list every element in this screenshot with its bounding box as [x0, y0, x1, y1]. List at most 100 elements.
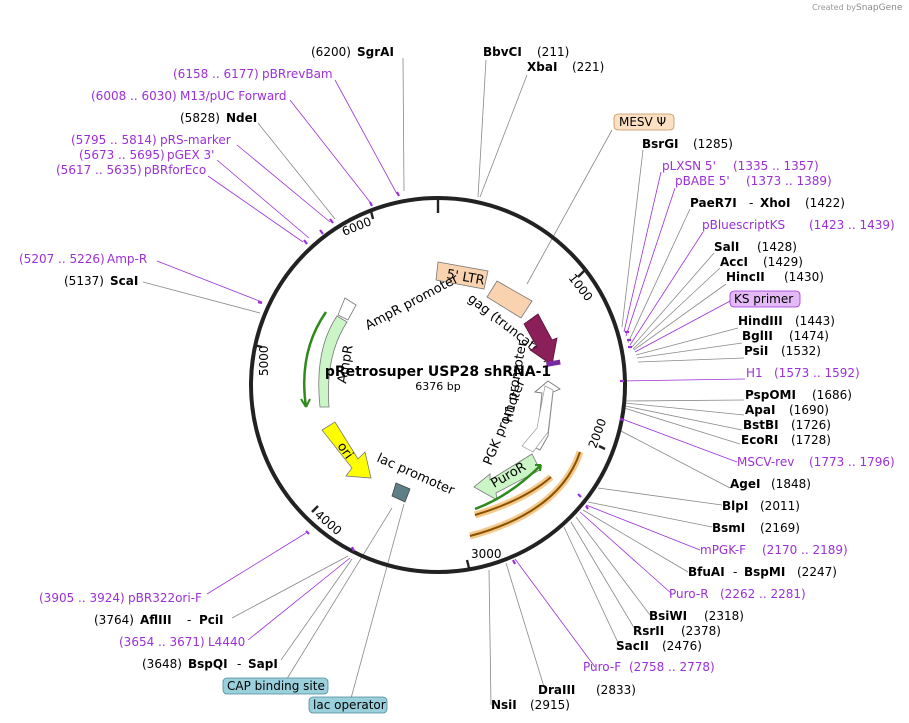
site-h1[interactable]: H1: [746, 366, 763, 380]
site-bglii[interactable]: BglII: [742, 329, 773, 343]
site-bbvci[interactable]: BbvCI: [483, 45, 522, 59]
orf-orange-inner[interactable]: [474, 476, 552, 516]
line-rsrii: [570, 521, 637, 632]
site-agei[interactable]: AgeI: [730, 477, 760, 491]
site-draiii-pos: (2833): [596, 683, 636, 697]
line-mesv: [526, 129, 613, 285]
orf-green-right[interactable]: [474, 464, 542, 511]
site-pspomi-pos: (1686): [812, 388, 852, 402]
feature-ampr[interactable]: [318, 315, 348, 408]
feature-pgk-promoter[interactable]: [521, 385, 554, 453]
site-afliii-sep: -: [187, 613, 191, 627]
site-plxsn-pos: (1335 .. 1357): [733, 159, 819, 173]
tick-1000: [577, 269, 586, 278]
site-xhoi[interactable]: XhoI: [760, 196, 791, 210]
line-h1: [619, 378, 746, 382]
site-nsii[interactable]: NsiI: [491, 698, 517, 712]
box-lac-operator[interactable]: [308, 696, 388, 714]
site-pbabe-pos: (1373 .. 1389): [746, 174, 832, 188]
site-hindiii[interactable]: HindIII: [738, 314, 783, 328]
line-psii: [637, 357, 745, 363]
box-mesv[interactable]: [613, 113, 675, 131]
feature-ampr-promoter[interactable]: [337, 297, 357, 321]
site-ecori[interactable]: EcoRI: [741, 433, 778, 447]
site-apai[interactable]: ApaI: [745, 403, 775, 417]
orf-green-right-head: [535, 464, 542, 472]
site-acci[interactable]: AccI: [720, 255, 748, 269]
site-plxsn[interactable]: pLXSN 5': [662, 159, 716, 173]
feature-5ltr[interactable]: [435, 261, 489, 290]
site-ndei[interactable]: NdeI: [226, 111, 257, 125]
line-bglii: [636, 342, 743, 359]
feature-shrna-insert[interactable]: [546, 359, 561, 367]
tick-5000: [253, 343, 263, 349]
site-l4440[interactable]: L4440: [208, 635, 245, 649]
label-mesv: MESV Ψ: [619, 115, 666, 129]
site-xbai[interactable]: XbaI: [527, 60, 557, 74]
site-m13[interactable]: M13/pUC Forward: [180, 89, 287, 103]
site-blpi[interactable]: BlpI: [722, 499, 748, 513]
site-scai[interactable]: ScaI: [110, 274, 138, 288]
site-pgex[interactable]: pGEX 3': [167, 148, 214, 162]
site-hincii[interactable]: HincII: [726, 270, 765, 284]
site-bspqi[interactable]: BspQI: [188, 657, 228, 671]
orf-green-ampr-head: [300, 398, 311, 408]
line-plxsn: [623, 171, 662, 333]
site-bstbi[interactable]: BstBI: [743, 418, 779, 432]
feature-gag[interactable]: [486, 280, 533, 319]
site-sali[interactable]: SalI: [714, 240, 739, 254]
site-xbai-pos: (221): [572, 60, 604, 74]
orf-orange-outer[interactable]: [469, 451, 581, 537]
site-sapi[interactable]: SapI: [248, 657, 278, 671]
site-afliii[interactable]: AflIII: [140, 613, 172, 627]
site-pspomi[interactable]: PspOMI: [745, 388, 796, 402]
box-cap-site[interactable]: [222, 677, 329, 695]
site-bsmi-pos: (2169): [760, 521, 800, 535]
site-rsrii[interactable]: RsrII: [633, 624, 664, 638]
feature-ori[interactable]: [321, 421, 372, 479]
site-paer7i[interactable]: PaeR7I: [690, 196, 737, 210]
line-ecori: [623, 407, 741, 445]
site-pcii[interactable]: PciI: [199, 613, 224, 627]
left-site-labels: (6200) SgrAI (6158 .. 6177) pBRrevBam (6…: [19, 45, 394, 671]
site-pbrrevbam[interactable]: pBRrevBam: [262, 67, 333, 81]
line-sacii: [563, 526, 621, 648]
site-mpgk[interactable]: mPGK-F: [700, 543, 746, 557]
site-prs[interactable]: pRS-marker: [160, 133, 231, 147]
line-l4440: [247, 557, 351, 641]
site-bspmi[interactable]: BspMI: [744, 565, 785, 579]
site-bsiwi[interactable]: BsiWI: [649, 609, 687, 623]
site-puror-primer[interactable]: Puro-R: [669, 587, 709, 601]
line-agei: [618, 429, 731, 489]
line-sali: [631, 252, 715, 348]
site-pbabe[interactable]: pBABE 5': [675, 174, 730, 188]
site-sacii[interactable]: SacII: [616, 639, 649, 653]
label-5ltr: 5' LTR: [445, 267, 485, 288]
site-sgrai[interactable]: SgrAI: [357, 45, 394, 59]
tick-label-6000: 6000: [340, 214, 374, 238]
site-ampr-primer[interactable]: Amp-R: [107, 252, 147, 266]
site-bsrgi[interactable]: BsrGI: [642, 137, 679, 151]
label-lac-promoter: lac promoter: [374, 451, 457, 499]
site-pbluescript[interactable]: pBluescriptKS: [702, 218, 785, 232]
site-h1-pos: (1573 .. 1592): [774, 366, 860, 380]
site-psii[interactable]: PsiI: [744, 344, 768, 358]
site-draiii[interactable]: DraIII: [538, 683, 575, 697]
site-bfuai[interactable]: BfuAI: [688, 565, 725, 579]
line-pspomi: [624, 399, 745, 402]
feature-lac-promoter[interactable]: [391, 482, 411, 503]
site-mscv[interactable]: MSCV-rev: [737, 455, 794, 469]
box-ks-primer[interactable]: [729, 290, 801, 308]
line-pbluescript: [629, 231, 704, 346]
site-puror-primer-pos: (2262 .. 2281): [720, 587, 806, 601]
tick-label-2000: 2000: [586, 417, 610, 450]
site-purof[interactable]: Puro-F: [583, 660, 621, 674]
line-bsmi: [587, 501, 713, 528]
line-nsii: [488, 569, 492, 706]
site-pbr322[interactable]: pBR322ori-F: [128, 591, 202, 605]
feature-gag-orf[interactable]: [523, 313, 558, 366]
site-bsmi[interactable]: BsmI: [712, 521, 745, 535]
orf-green-ampr[interactable]: [303, 311, 328, 408]
site-pbrforeco[interactable]: pBRforEco: [144, 163, 206, 177]
